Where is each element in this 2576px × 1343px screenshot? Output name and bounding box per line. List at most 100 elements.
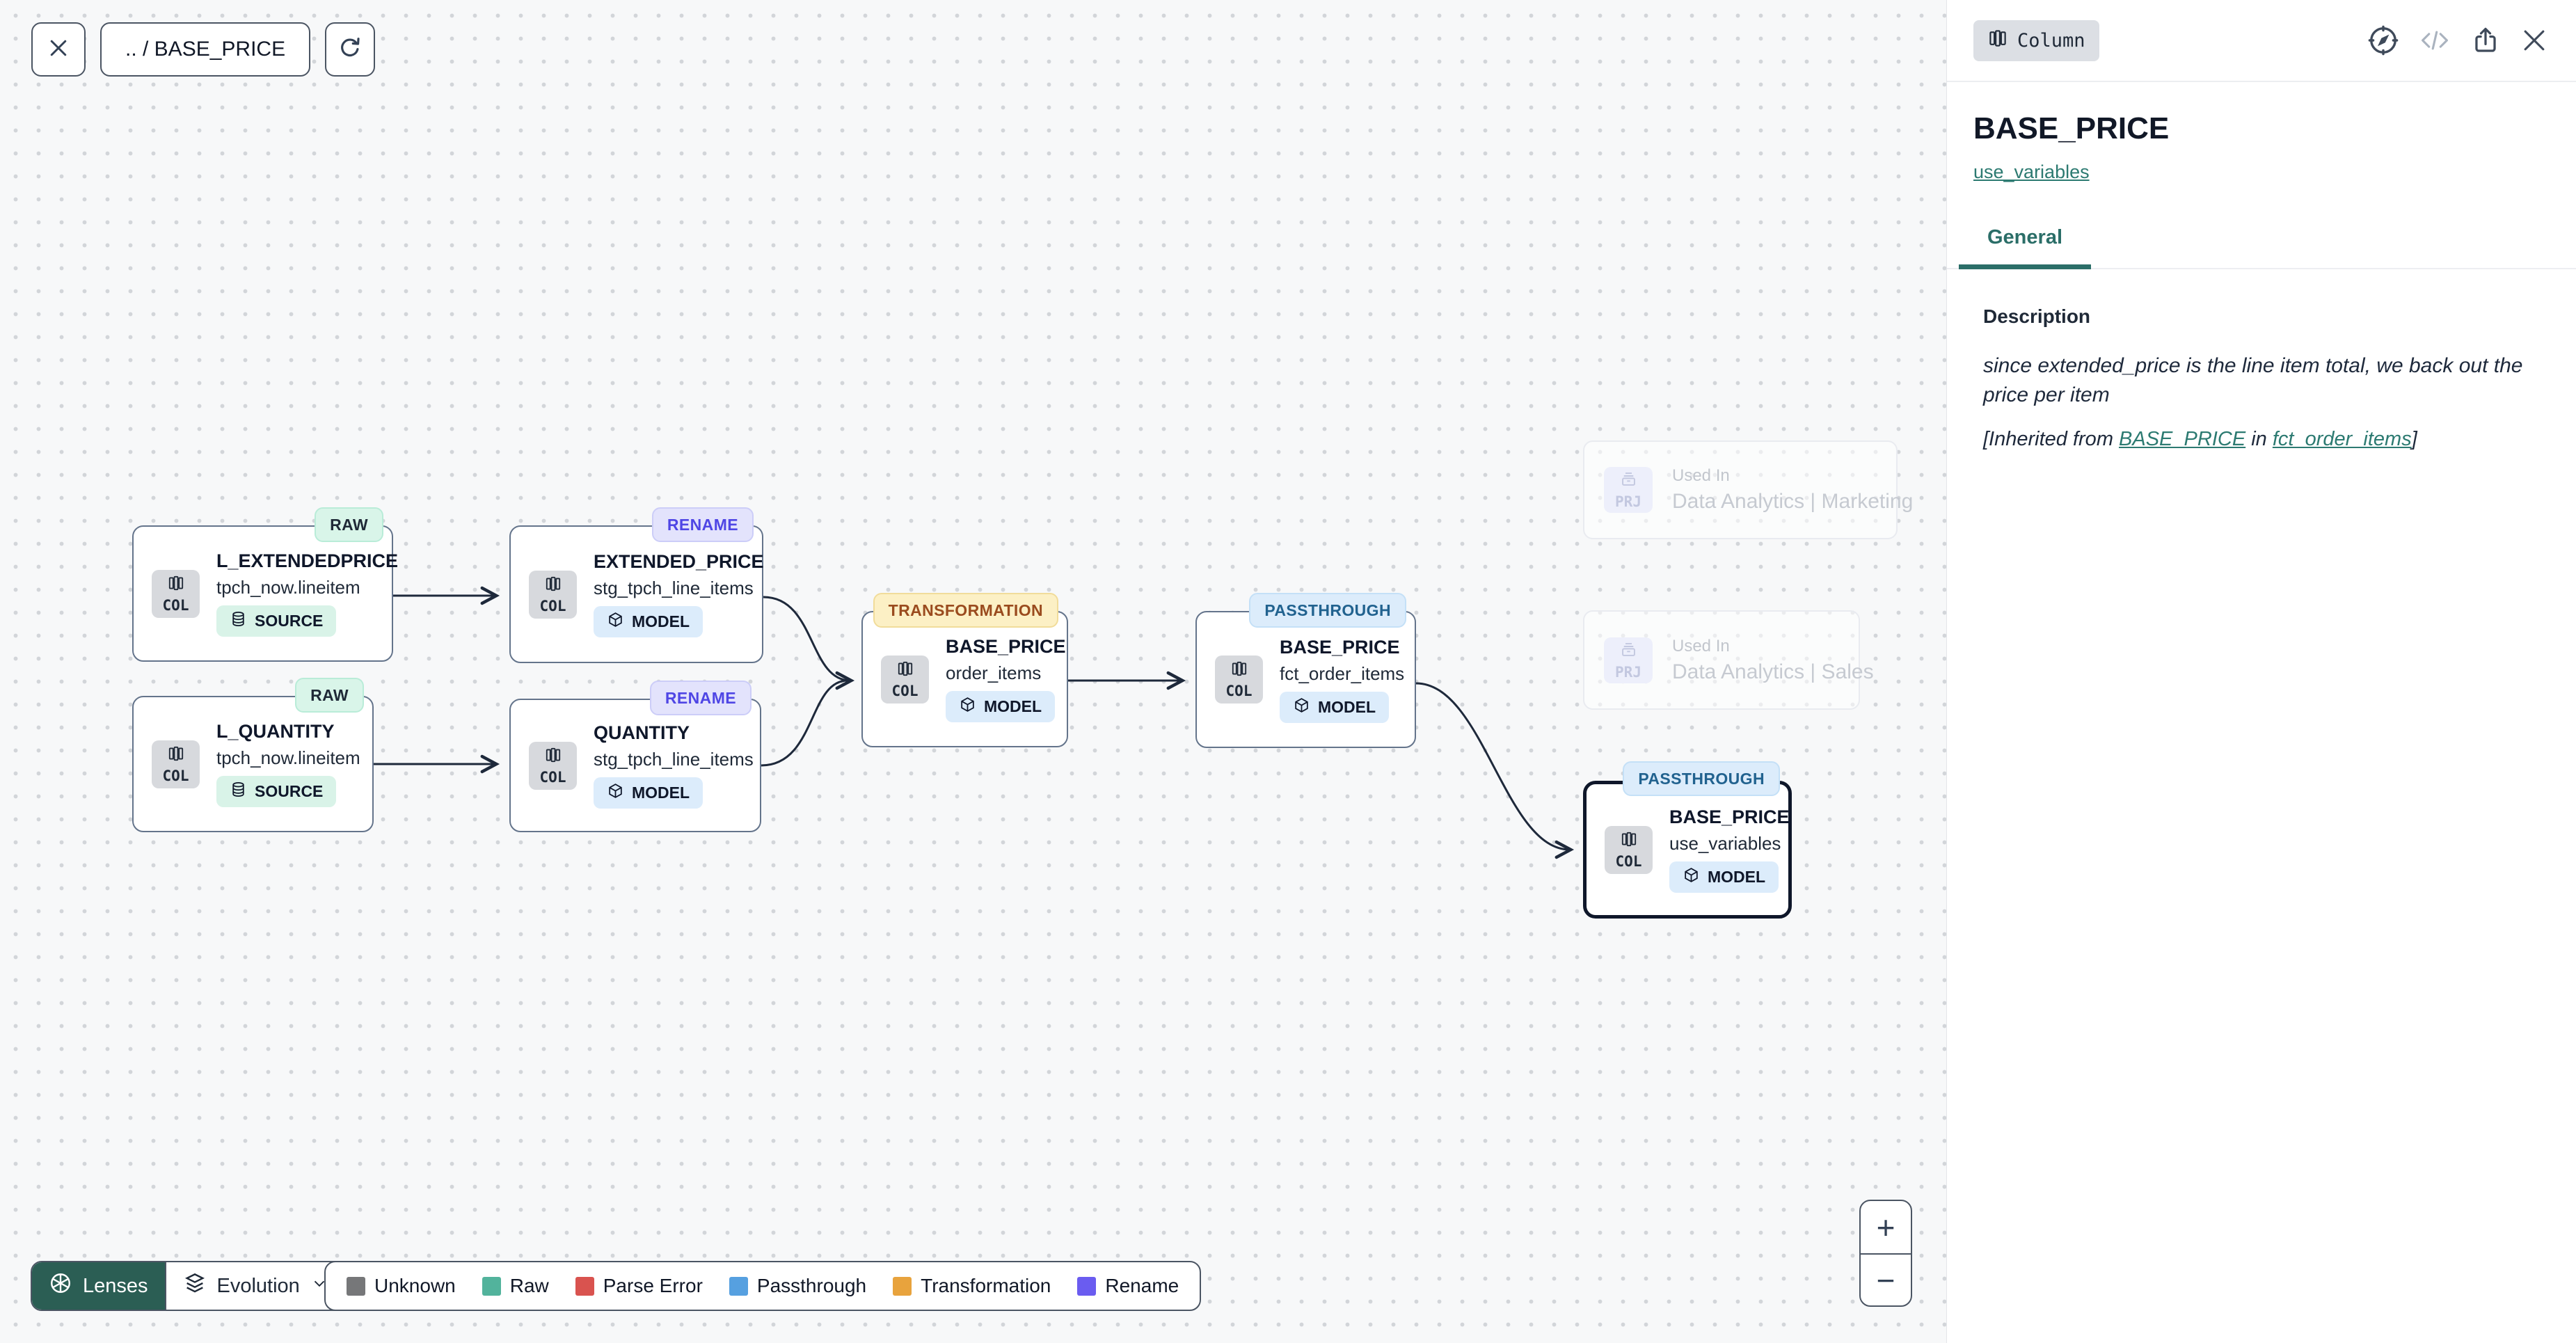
model-badge: MODEL bbox=[594, 777, 703, 809]
column-type-box: COL bbox=[1215, 655, 1263, 704]
columns-icon bbox=[1620, 830, 1638, 852]
columns-icon bbox=[1230, 660, 1248, 681]
node-title: EXTENDED_PRICE bbox=[594, 551, 764, 572]
chevron-down-icon bbox=[310, 1274, 328, 1298]
lineage-node-extended-price[interactable]: RENAME COL EXTENDED_PRICE stg_tpch_line_… bbox=[509, 507, 764, 663]
column-type-box: COL bbox=[881, 655, 929, 704]
breadcrumb-label: .. / BASE_PRICE bbox=[125, 38, 286, 61]
inherited-column-link[interactable]: BASE_PRICE bbox=[2119, 428, 2246, 450]
legend-item-transformation: Transformation bbox=[893, 1275, 1051, 1297]
lenses-button[interactable]: Lenses bbox=[32, 1262, 165, 1310]
used-in-node-marketing: PRJ Used In Data Analytics | Marketing bbox=[1583, 440, 1913, 539]
database-icon bbox=[230, 781, 247, 802]
refresh-button[interactable] bbox=[325, 22, 376, 77]
node-title: L_QUANTITY bbox=[216, 721, 335, 742]
column-type-box: COL bbox=[1605, 825, 1653, 874]
lineage-canvas[interactable]: .. / BASE_PRICE PRJ Used In Data Analyti… bbox=[0, 0, 1946, 1343]
columns-icon bbox=[1987, 28, 2008, 54]
cube-icon bbox=[1683, 866, 1700, 888]
model-link[interactable]: use_variables bbox=[1973, 161, 2090, 182]
description-inherited: [Inherited from BASE_PRICE in fct_order_… bbox=[1983, 428, 2417, 450]
edge-type-badge: TRANSFORMATION bbox=[873, 593, 1058, 628]
graph-toolbar: .. / BASE_PRICE bbox=[31, 22, 376, 77]
layers-icon bbox=[183, 1271, 207, 1301]
node-subtitle: stg_tpch_line_items bbox=[594, 578, 754, 598]
node-title: L_EXTENDEDPRICE bbox=[216, 550, 399, 571]
columns-icon bbox=[896, 660, 914, 681]
edge-type-badge: PASSTHROUGH bbox=[1249, 593, 1406, 628]
tab-general[interactable]: General bbox=[1959, 226, 2091, 269]
node-title: QUANTITY bbox=[594, 722, 690, 743]
close-icon bbox=[46, 35, 71, 64]
cube-icon bbox=[607, 782, 624, 804]
zoom-out-button[interactable]: − bbox=[1861, 1253, 1911, 1305]
share-export-button[interactable] bbox=[2470, 24, 2502, 56]
aperture-icon bbox=[49, 1271, 72, 1301]
legend-swatch bbox=[347, 1276, 365, 1296]
close-panel-button[interactable] bbox=[2519, 25, 2550, 56]
cube-icon bbox=[1293, 697, 1310, 718]
code-icon-button[interactable] bbox=[2417, 25, 2452, 56]
model-badge: MODEL bbox=[1280, 691, 1390, 723]
lineage-node-base-price-fct-order-items[interactable]: PASSTHROUGH COL BASE_PRICE fct_order_ite… bbox=[1195, 593, 1416, 748]
lineage-node-base-price-order-items[interactable]: TRANSFORMATION COL BASE_PRICE order_item… bbox=[861, 593, 1068, 747]
project-type-box: PRJ bbox=[1604, 637, 1653, 683]
column-type-box: COL bbox=[152, 569, 200, 618]
archive-icon bbox=[1619, 470, 1638, 492]
page-title: BASE_PRICE bbox=[1973, 111, 2170, 145]
legend-swatch bbox=[893, 1276, 912, 1296]
breadcrumb[interactable]: .. / BASE_PRICE bbox=[100, 22, 311, 77]
node-subtitle: fct_order_items bbox=[1280, 662, 1405, 684]
description-section: Description since extended_price is the … bbox=[1973, 305, 2534, 451]
lens-legend: Unknown Raw Parse Error Passthrough Tran… bbox=[324, 1261, 1202, 1311]
used-in-label: Used In bbox=[1672, 636, 1730, 655]
explore-compass-button[interactable] bbox=[2367, 24, 2400, 57]
node-title: BASE_PRICE bbox=[1280, 636, 1400, 658]
used-in-project: Data Analytics | Sales bbox=[1672, 660, 1874, 683]
close-graph-button[interactable] bbox=[31, 22, 86, 77]
edge-type-badge: RAW bbox=[315, 507, 383, 542]
node-subtitle: tpch_now.lineitem bbox=[216, 747, 360, 768]
lineage-node-quantity[interactable]: RENAME COL QUANTITY stg_tpch_line_items … bbox=[509, 681, 761, 832]
columns-icon bbox=[544, 575, 562, 596]
project-type-box: PRJ bbox=[1604, 467, 1653, 513]
column-type-box: COL bbox=[152, 740, 200, 788]
lenses-control: Lenses Evolution bbox=[31, 1261, 347, 1311]
lineage-node-base-price-use-variables[interactable]: PASSTHROUGH COL BASE_PRICE use_variables… bbox=[1583, 761, 1792, 919]
legend-item-passthrough: Passthrough bbox=[729, 1275, 866, 1297]
node-subtitle: stg_tpch_line_items bbox=[594, 749, 754, 770]
model-badge: MODEL bbox=[1669, 861, 1779, 893]
lineage-node-l-extendedprice[interactable]: RAW COL L_EXTENDEDPRICE tpch_now.lineite… bbox=[132, 507, 399, 662]
source-badge: SOURCE bbox=[216, 776, 337, 807]
cube-icon bbox=[607, 611, 624, 633]
detail-panel-header: Column bbox=[1947, 0, 2576, 82]
refresh-icon bbox=[337, 35, 363, 65]
node-subtitle: use_variables bbox=[1669, 833, 1781, 854]
node-title: BASE_PRICE bbox=[1669, 806, 1790, 827]
inherited-model-link[interactable]: fct_order_items bbox=[2272, 428, 2412, 450]
used-in-label: Used In bbox=[1672, 466, 1730, 485]
cube-icon bbox=[959, 696, 976, 717]
legend-item-rename: Rename bbox=[1077, 1275, 1179, 1297]
columns-icon bbox=[167, 574, 185, 596]
columns-icon bbox=[544, 746, 562, 768]
detail-panel: Column BASE_PRICE use_variables General … bbox=[1946, 0, 2576, 1343]
columns-icon bbox=[167, 745, 185, 766]
source-badge: SOURCE bbox=[216, 605, 337, 637]
column-type-box: COL bbox=[529, 741, 577, 790]
legend-item-parse-error: Parse Error bbox=[575, 1275, 703, 1297]
node-subtitle: tpch_now.lineitem bbox=[216, 577, 360, 598]
lens-select-dropdown[interactable]: Evolution bbox=[164, 1262, 345, 1310]
lineage-node-l-quantity[interactable]: RAW COL L_QUANTITY tpch_now.lineitem SOU… bbox=[132, 678, 374, 832]
edge-type-badge: RENAME bbox=[651, 507, 754, 542]
legend-item-unknown: Unknown bbox=[347, 1275, 456, 1297]
legend-item-raw: Raw bbox=[482, 1275, 549, 1297]
model-badge: MODEL bbox=[946, 691, 1056, 722]
edge-type-badge: RAW bbox=[295, 678, 364, 713]
edge-type-badge: PASSTHROUGH bbox=[1623, 761, 1780, 796]
column-type-badge: Column bbox=[1973, 19, 2099, 61]
column-type-box: COL bbox=[529, 570, 577, 619]
edge-type-badge: RENAME bbox=[649, 681, 752, 715]
legend-swatch bbox=[1077, 1276, 1097, 1296]
zoom-in-button[interactable]: + bbox=[1876, 1209, 1895, 1246]
